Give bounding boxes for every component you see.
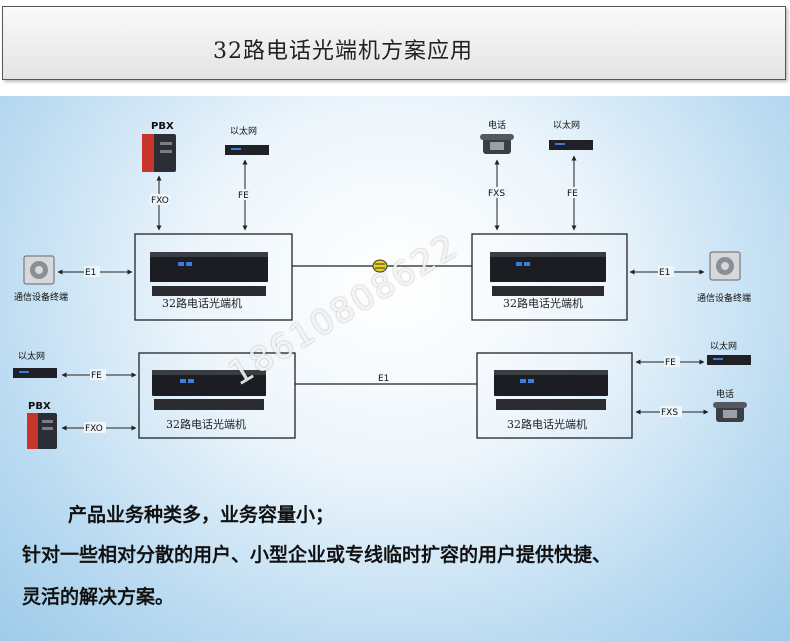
optical-terminal-top-left [150, 252, 268, 296]
e1-label-bottom: E1 [378, 374, 389, 384]
fxo-label-bottom: FXO [85, 424, 103, 434]
pbx-icon-top [142, 134, 176, 172]
fe-label-top-right: FE [567, 189, 578, 199]
ethernet-switch-icon-bottom-left [13, 368, 57, 378]
fe-label-bottom-right: FE [665, 358, 676, 368]
ethernet-label-top-right: 以太网 [553, 119, 580, 131]
optical-terminal-bottom-right [494, 370, 608, 410]
telephone-icon-bottom [713, 402, 747, 422]
phone-label-top: 电话 [488, 119, 506, 131]
device-box-top-right [471, 233, 628, 321]
page-title: 32路电话光端机方案应用 [213, 39, 473, 64]
device-caption-bottom-left: 32路电话光端机 [166, 417, 246, 431]
device-box-bottom-left [138, 352, 296, 439]
ethernet-label-bottom-right: 以太网 [710, 340, 737, 352]
description-line-2: 针对一些相对分散的用户、小型企业或专线临时扩容的用户提供快捷、 [22, 544, 612, 566]
fiber-coupler-icon [372, 259, 388, 273]
terminal-label-left: 通信设备终端 [14, 291, 68, 303]
device-box-top-left [134, 233, 293, 321]
fe-label-bottom-left: FE [91, 371, 102, 381]
ethernet-switch-icon-top-right [549, 140, 593, 150]
ethernet-label-top-left: 以太网 [230, 125, 257, 137]
ethernet-label-bottom-left: 以太网 [18, 350, 45, 362]
fxs-label-top: FXS [488, 189, 505, 199]
terminal-icon-right [709, 251, 741, 281]
description-line-3: 灵活的解决方案。 [22, 586, 175, 608]
device-caption-top-left: 32路电话光端机 [162, 296, 242, 310]
fxs-label-bottom: FXS [661, 408, 678, 418]
description-line-1: 产品业务种类多，业务容量小； [68, 504, 335, 526]
device-caption-bottom-right: 32路电话光端机 [507, 417, 587, 431]
ethernet-switch-icon-bottom-right [707, 355, 751, 365]
optical-terminal-top-right [490, 252, 606, 296]
device-box-bottom-right [476, 352, 633, 439]
e1-label-left: E1 [85, 268, 96, 278]
terminal-icon-left [23, 255, 55, 285]
diagram-panel [0, 96, 790, 641]
optical-terminal-bottom-left [152, 370, 266, 410]
e1-label-right: E1 [659, 268, 670, 278]
phone-label-bottom: 电话 [716, 388, 734, 400]
fe-label-top-left: FE [238, 191, 249, 201]
telephone-icon-top [480, 134, 514, 154]
terminal-label-right: 通信设备终端 [697, 292, 751, 304]
pbx-label-top: PBX [151, 121, 174, 132]
title-banner: 32路电话光端机方案应用 [2, 6, 786, 80]
pbx-label-bottom: PBX [28, 401, 51, 412]
pbx-icon-bottom [27, 413, 57, 449]
ethernet-switch-icon-top-left [225, 145, 269, 155]
fxo-label-top: FXO [151, 196, 169, 206]
device-caption-top-right: 32路电话光端机 [503, 296, 583, 310]
